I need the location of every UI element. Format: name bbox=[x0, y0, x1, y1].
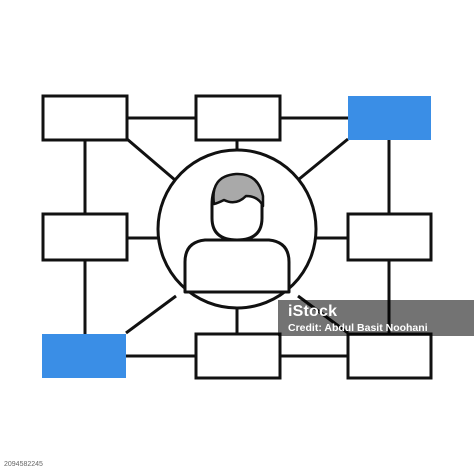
watermark-brand: iStock bbox=[288, 303, 338, 320]
connector-line bbox=[126, 137, 176, 182]
box-bottom-right bbox=[346, 332, 433, 380]
center-user-node bbox=[156, 148, 318, 310]
box-middle-left bbox=[41, 212, 129, 262]
connector-line bbox=[297, 137, 349, 182]
box-top-left bbox=[41, 94, 129, 142]
user-avatar-icon bbox=[183, 172, 291, 294]
connector-line bbox=[125, 294, 177, 335]
avatar-hair bbox=[212, 172, 265, 208]
box-bottom-middle bbox=[194, 332, 282, 380]
image-id: 2094582245 bbox=[4, 461, 43, 468]
watermark-band bbox=[278, 300, 474, 336]
avatar-body bbox=[183, 238, 291, 294]
box-bottom-left bbox=[42, 334, 126, 378]
box-top-right bbox=[348, 96, 431, 140]
watermark-credit: Credit: Abdul Basit Noohani bbox=[288, 322, 428, 334]
node-boxes bbox=[41, 94, 433, 380]
box-top-middle bbox=[194, 94, 282, 142]
connector-lines bbox=[83, 116, 391, 358]
box-middle-right bbox=[346, 212, 433, 262]
